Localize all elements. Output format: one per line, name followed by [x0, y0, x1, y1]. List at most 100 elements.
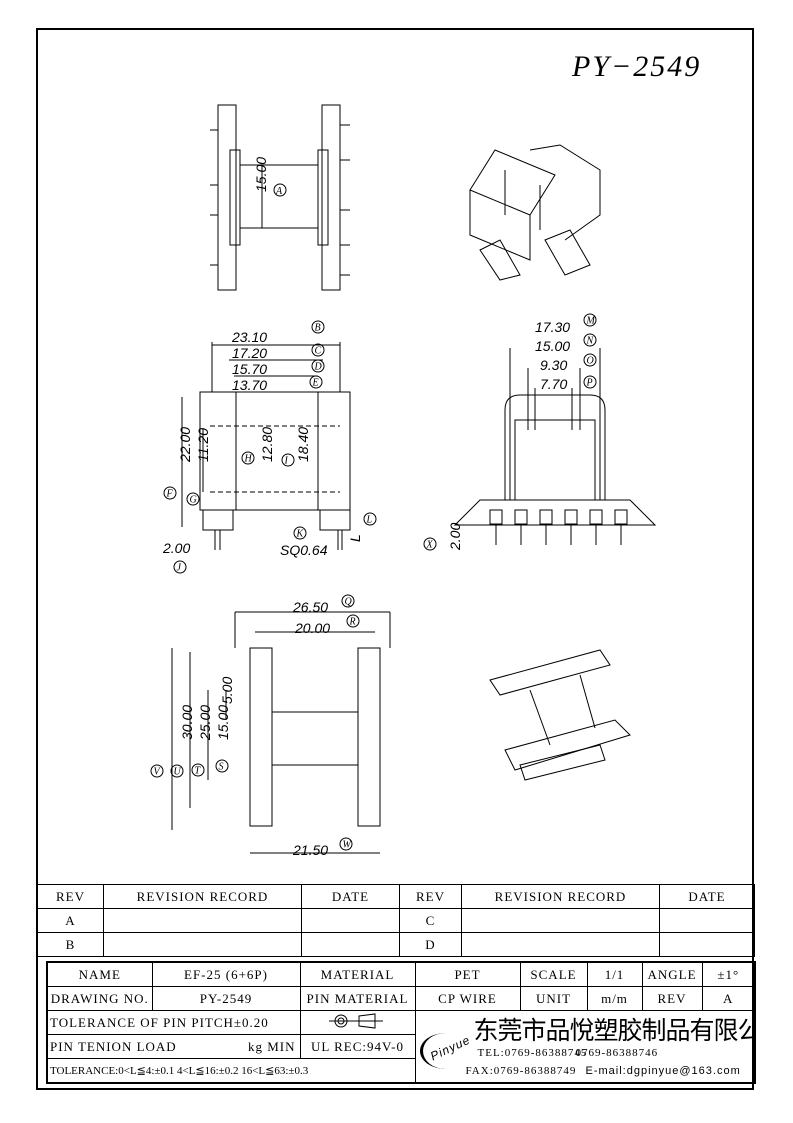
email: E-mail:dgpinyue@163.com — [585, 1065, 741, 1077]
pin-slot — [539, 509, 553, 525]
dim-P-value: 7.70 — [540, 376, 567, 392]
unit-label: UNIT — [519, 986, 588, 1011]
dim-M-value: 17.30 — [535, 319, 570, 335]
dim-A-callout: A — [275, 186, 283, 197]
dim-M-callout: M — [586, 316, 596, 327]
telephone-2: 0769-86388746 — [575, 1047, 659, 1059]
record-cell — [103, 908, 302, 933]
dim-F-callout: F — [166, 489, 174, 500]
dim-H-value: 12.80 — [259, 427, 275, 462]
company-logo: Pinyue — [419, 1033, 472, 1069]
dim-R-value: 20.00 — [294, 620, 330, 636]
dim-T-value: 15.00 — [215, 705, 231, 740]
callout-circle-F — [163, 486, 177, 500]
pin-material-value: CP WIRE — [414, 986, 521, 1011]
rev-cell: B — [37, 932, 104, 957]
pin-slot — [489, 509, 503, 525]
dim-H-callout: H — [244, 454, 253, 465]
bottom-view — [171, 611, 391, 854]
name-label: NAME — [46, 961, 153, 987]
pin-pitch-tolerance: TOLERANCE OF PIN PITCH±0.20 — [46, 1010, 301, 1035]
technical-drawing: 15.00 A 23.10 17.20 15.70 13.70 22.00 11… — [150, 104, 657, 858]
dim-K-value: SQ0.64 — [280, 542, 328, 558]
dim-D-callout: D — [314, 362, 323, 373]
dim-C-value: 17.20 — [232, 345, 267, 361]
header-revision-record-2: REVISION RECORD — [461, 884, 660, 909]
company-block: Pinyue 东莞市品悅塑胶制品有限公司 TEL:0769-86388745 0… — [414, 1010, 756, 1084]
callout-circle-C — [311, 343, 325, 357]
callout-circle-Q — [341, 594, 355, 608]
dim-R-callout: R — [349, 617, 356, 628]
drawing-frame — [36, 28, 754, 1090]
dim-Q-value: 26.50 — [292, 599, 328, 615]
header-rev-2: REV — [399, 884, 462, 909]
dim-S-value: 5.00 — [219, 677, 235, 704]
dim-G-value: 11.20 — [195, 428, 211, 462]
dim-J-callout: J — [177, 563, 182, 574]
callout-circle-V — [150, 764, 164, 778]
drawing-title: PY−2549 — [572, 50, 702, 83]
callout-circle-E — [309, 375, 323, 389]
callout-circle-X — [423, 537, 437, 551]
ul-rating: UL REC:94V-0 — [299, 1034, 416, 1059]
dim-T-callout: T — [195, 766, 202, 777]
dim-B-value: 23.10 — [231, 329, 267, 345]
scale-value: 1/1 — [586, 961, 643, 987]
name-value: EF-25 (6+6P) — [151, 961, 301, 987]
callout-circle-O — [583, 353, 597, 367]
date-cell — [301, 932, 400, 957]
material-value: PET — [414, 961, 521, 987]
rev-cell: A — [37, 908, 104, 933]
dim-S-callout: S — [219, 762, 224, 773]
title-block: NAME EF-25 (6+6P) MATERIAL PET SCALE 1/1… — [46, 961, 756, 1084]
callout-circle-U — [170, 764, 184, 778]
date-cell — [659, 932, 755, 957]
pin-slot — [614, 509, 628, 525]
header-date: DATE — [301, 884, 400, 909]
fax: FAX:0769-86388749 — [465, 1065, 577, 1077]
dim-P-callout: P — [586, 378, 593, 389]
dim-U-callout: U — [174, 767, 182, 778]
angle-value: ±1° — [701, 961, 756, 987]
dim-B-callout: B — [315, 323, 321, 334]
dim-F-value: 22.00 — [177, 427, 193, 463]
callout-circle-B — [311, 320, 325, 334]
dim-X-value: 2.00 — [447, 523, 463, 551]
dim-I-callout: I — [284, 456, 289, 467]
telephone: TEL:0769-86388745 — [477, 1047, 588, 1059]
dim-X-callout: X — [426, 540, 434, 551]
revision-header-row: REV REVISION RECORD DATE REV REVISION RE… — [37, 884, 755, 909]
record-cell — [103, 932, 302, 957]
dim-V-callout: V — [154, 767, 162, 778]
pin-material-label: PIN MATERIAL — [299, 986, 416, 1011]
scale-label: SCALE — [519, 961, 588, 987]
callout-circle-K — [293, 526, 307, 540]
dim-L-value: L — [347, 534, 363, 542]
header-revision-record: REVISION RECORD — [103, 884, 302, 909]
table-row: B D — [37, 932, 755, 957]
callout-circle-P — [583, 375, 597, 389]
dim-U-value: 25.00 — [197, 705, 213, 741]
callout-circle-W — [339, 837, 353, 851]
record-cell — [461, 908, 660, 933]
callout-circle-H — [241, 451, 255, 465]
callout-circle-T — [191, 763, 205, 777]
drawing-no-label: DRAWING NO. — [46, 986, 153, 1011]
callout-circle-R — [346, 614, 360, 628]
isometric-view-top — [469, 144, 601, 281]
company-name: 东莞市品悅塑胶制品有限公司 — [473, 1016, 755, 1045]
dim-I-value: 18.40 — [295, 427, 311, 462]
dim-E-callout: E — [312, 378, 319, 389]
rev-cell: D — [399, 932, 462, 957]
callout-circle-L — [363, 512, 377, 526]
dim-N-callout: N — [586, 336, 595, 347]
dim-K-callout: K — [296, 529, 305, 540]
pin-slot — [564, 509, 578, 525]
dim-V-value: 30.00 — [179, 705, 195, 740]
callout-circle-S — [215, 759, 229, 773]
header-rev: REV — [37, 884, 104, 909]
dim-L-callout: L — [366, 515, 373, 526]
callout-circle-I — [281, 453, 295, 467]
table-row: A C — [37, 908, 755, 933]
